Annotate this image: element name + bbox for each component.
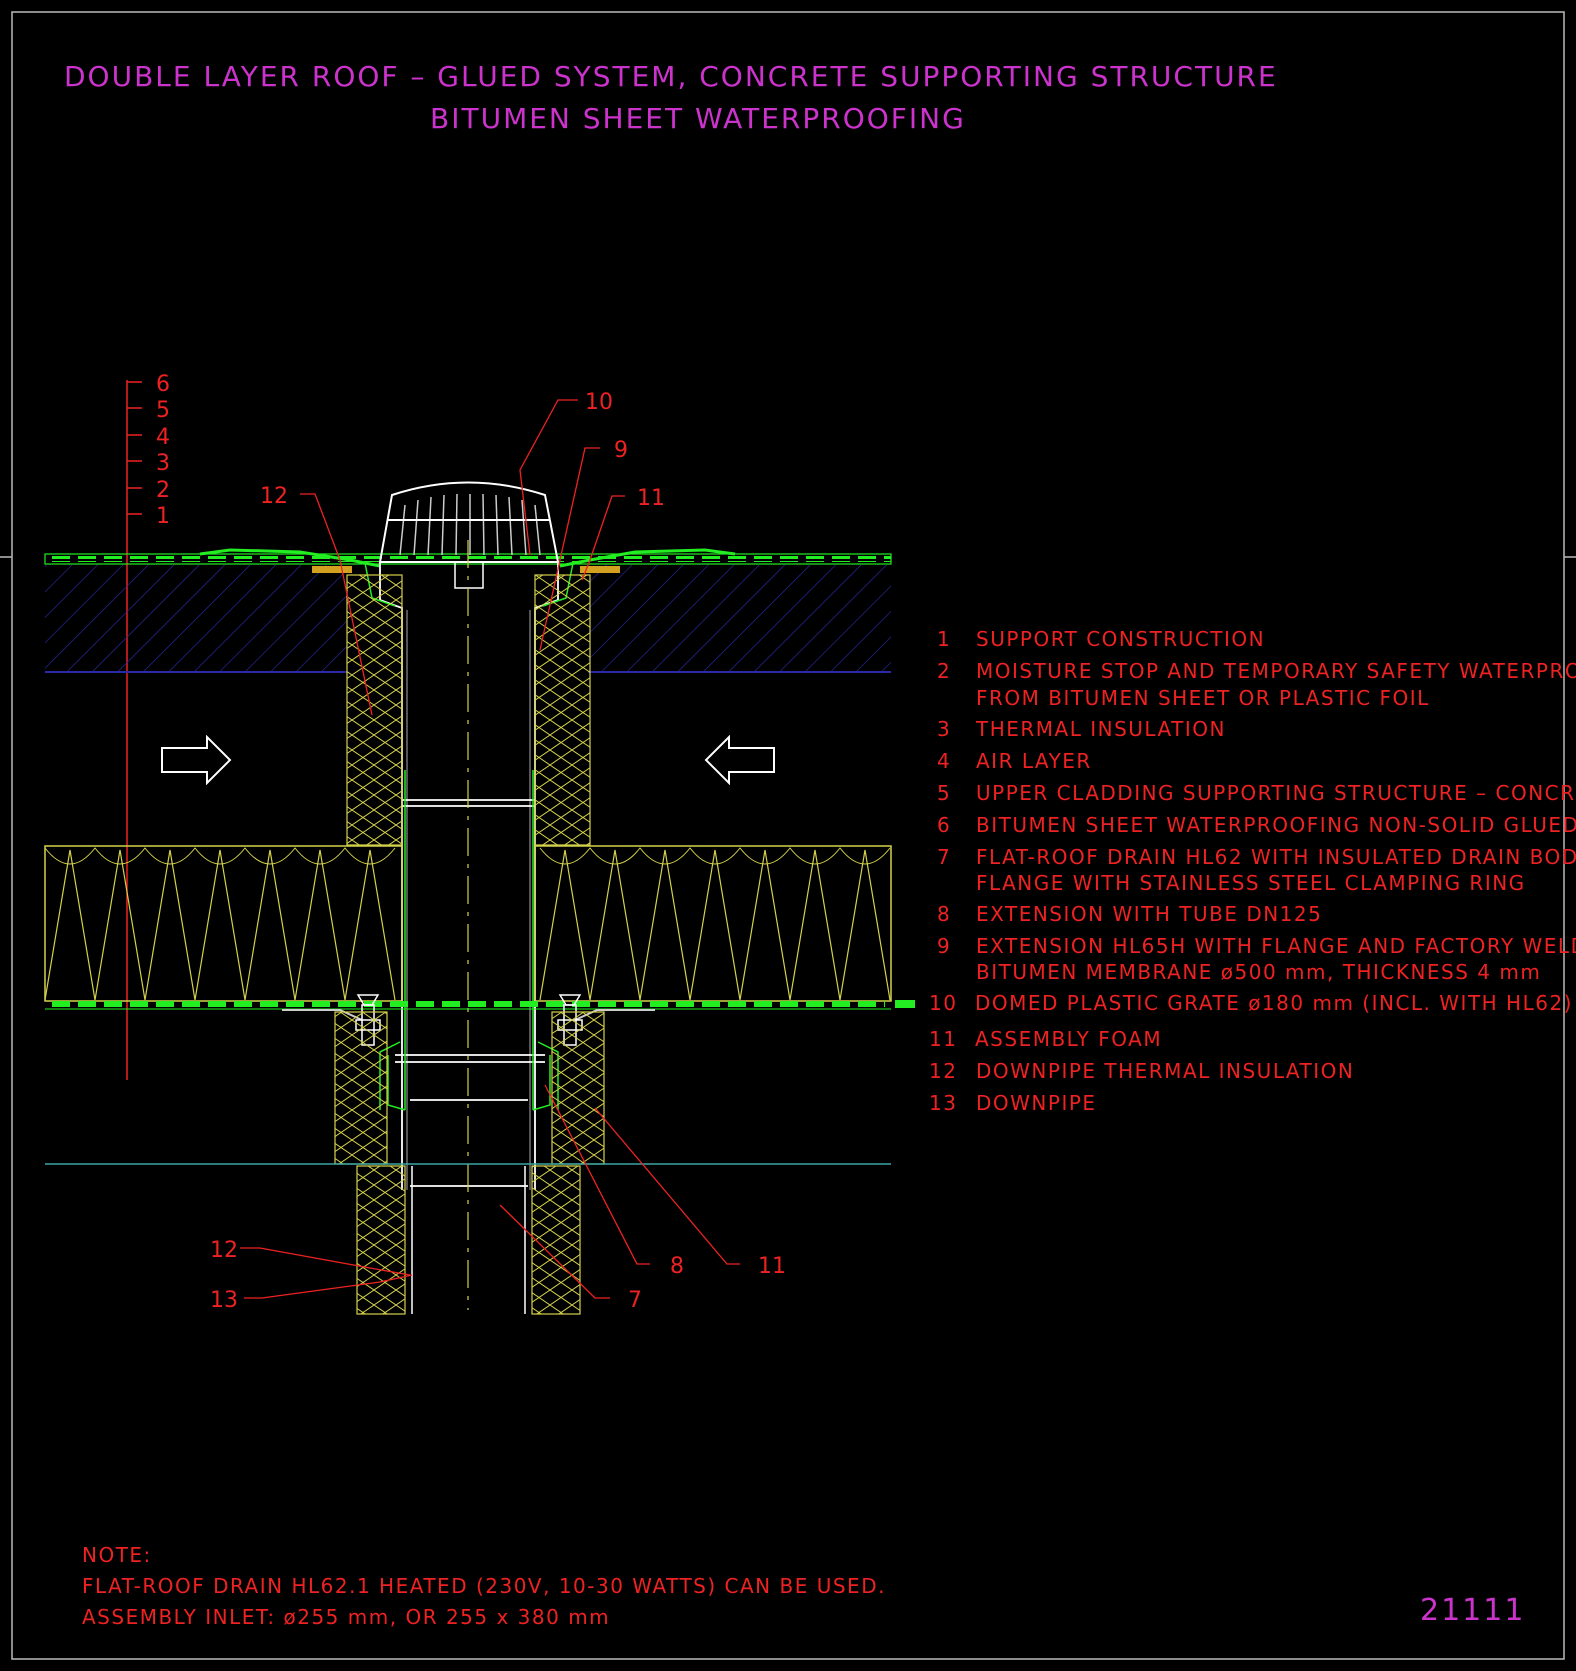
callout-11: 11 — [758, 1254, 786, 1279]
scale-label: 6 — [156, 372, 170, 397]
legend-number: 8 — [937, 902, 951, 926]
legend-text: EXTENSION HL65H WITH FLANGE AND FACTORY … — [976, 934, 1576, 958]
scale-label: 3 — [156, 451, 170, 476]
legend-text: DOWNPIPE THERMAL INSULATION — [976, 1059, 1354, 1083]
callout-12: 12 — [210, 1238, 238, 1263]
legend-number: 9 — [937, 934, 951, 958]
legend: 1 SUPPORT CONSTRUCTION 2 MOISTURE STOP A… — [929, 627, 1576, 1115]
legend-text: SUPPORT CONSTRUCTION — [976, 627, 1265, 651]
leader-lines — [240, 399, 740, 1299]
title-line-2: BITUMEN SHEET WATERPROOFING — [430, 102, 966, 135]
legend-number: 2 — [937, 659, 951, 683]
scale-label: 4 — [156, 425, 170, 450]
legend-number: 12 — [929, 1059, 957, 1083]
legend-text: FLAT-ROOF DRAIN HL62 WITH INSULATED DRAI… — [976, 845, 1576, 869]
layer-scale: 6 5 4 3 2 1 — [126, 372, 170, 1080]
legend-text: AIR LAYER — [976, 749, 1092, 773]
legend-number: 6 — [937, 813, 951, 837]
downpipe-insulation-upper — [346, 574, 591, 846]
note-block: NOTE: FLAT-ROOF DRAIN HL62.1 HEATED (230… — [82, 1543, 886, 1629]
scale-label: 2 — [156, 478, 170, 503]
note-line-2: ASSEMBLY INLET: ø255 mm, OR 255 x 380 mm — [82, 1605, 610, 1629]
lower-membrane — [45, 1000, 915, 1021]
legend-number: 10 — [929, 991, 957, 1015]
legend-text: ASSEMBLY FOAM — [975, 1027, 1162, 1051]
legend-number: 5 — [937, 781, 951, 805]
scale-label: 1 — [156, 504, 170, 529]
legend-text: UPPER CLADDING SUPPORTING STRUCTURE – CO… — [976, 781, 1576, 805]
legend-number: 7 — [937, 845, 951, 869]
callout-11: 11 — [637, 486, 665, 511]
note-heading: NOTE: — [82, 1543, 152, 1567]
title-line-1: DOUBLE LAYER ROOF – GLUED SYSTEM, CONCRE… — [64, 60, 1278, 93]
drawing-code: 21111 — [1420, 1593, 1525, 1628]
legend-text: BITUMEN SHEET WATERPROOFING NON-SOLID GL… — [976, 813, 1576, 837]
downpipe-insulation-lower — [356, 1165, 581, 1315]
legend-text: DOWNPIPE — [976, 1091, 1097, 1115]
legend-text: FLANGE WITH STAINLESS STEEL CLAMPING RIN… — [976, 871, 1526, 895]
callout-7: 7 — [628, 1288, 642, 1313]
note-line-1: FLAT-ROOF DRAIN HL62.1 HEATED (230V, 10-… — [82, 1574, 886, 1598]
legend-text: THERMAL INSULATION — [975, 717, 1226, 741]
concrete-layer — [45, 565, 891, 673]
callout-9: 9 — [614, 438, 628, 463]
air-flow-arrow-icon — [161, 734, 775, 786]
legend-number: 4 — [937, 749, 951, 773]
legend-text: BITUMEN MEMBRANE ø500 mm, THICKNESS 4 mm — [976, 960, 1541, 984]
drain-pipe — [379, 540, 559, 1310]
drawing-frame — [0, 11, 1576, 1660]
callout-12: 12 — [260, 484, 288, 509]
callout-10: 10 — [585, 390, 613, 415]
lower-drain-insulation — [334, 1011, 605, 1165]
legend-text: FROM BITUMEN SHEET OR PLASTIC FOIL — [976, 686, 1430, 710]
legend-number: 13 — [929, 1091, 957, 1115]
legend-text: EXTENSION WITH TUBE DN125 — [976, 902, 1322, 926]
legend-number: 11 — [929, 1027, 957, 1051]
legend-number: 1 — [937, 627, 951, 651]
callout-8: 8 — [670, 1254, 684, 1279]
legend-text: DOMED PLASTIC GRATE ø180 mm (INCL. WITH … — [975, 991, 1573, 1015]
legend-text: MOISTURE STOP AND TEMPORARY SAFETY WATER… — [976, 659, 1576, 683]
domed-grate-icon — [378, 481, 560, 589]
scale-label: 5 — [156, 398, 170, 423]
callout-13: 13 — [210, 1288, 238, 1313]
legend-number: 3 — [937, 717, 951, 741]
